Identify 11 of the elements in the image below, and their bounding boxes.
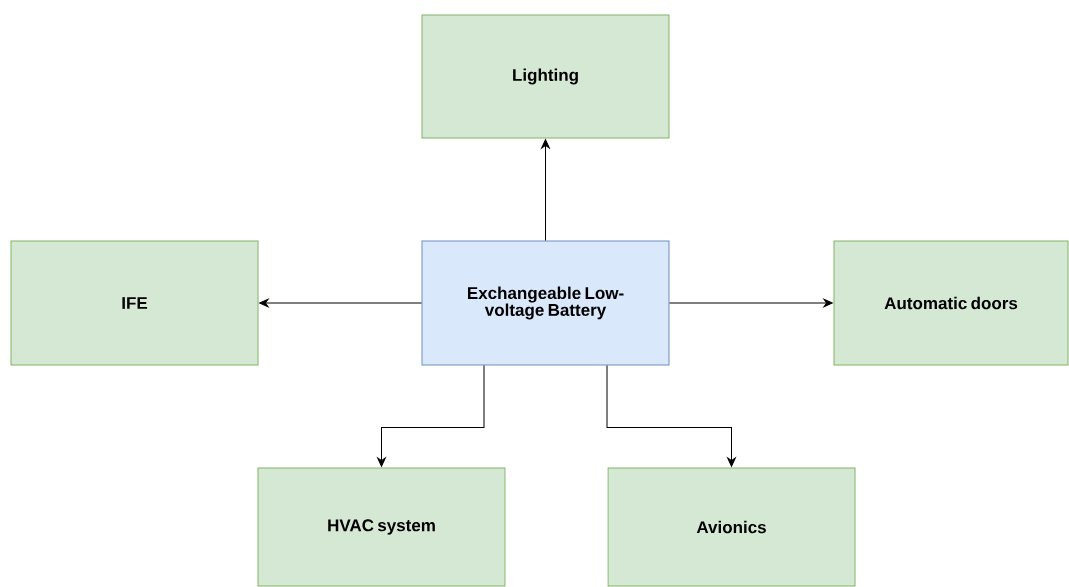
battery-box: Exchangeable Low-voltage Battery [421,240,670,366]
load-box: Lighting [421,14,670,139]
load-box: Avionics [607,467,856,587]
load-box: IFE [10,240,259,366]
load-box: Automatic doors [833,240,1069,366]
arrow [259,298,422,308]
load-box: HVAC system [257,467,506,587]
arrow [669,298,833,308]
arrow [541,139,550,241]
arrow [377,365,485,467]
arrow [606,365,736,467]
